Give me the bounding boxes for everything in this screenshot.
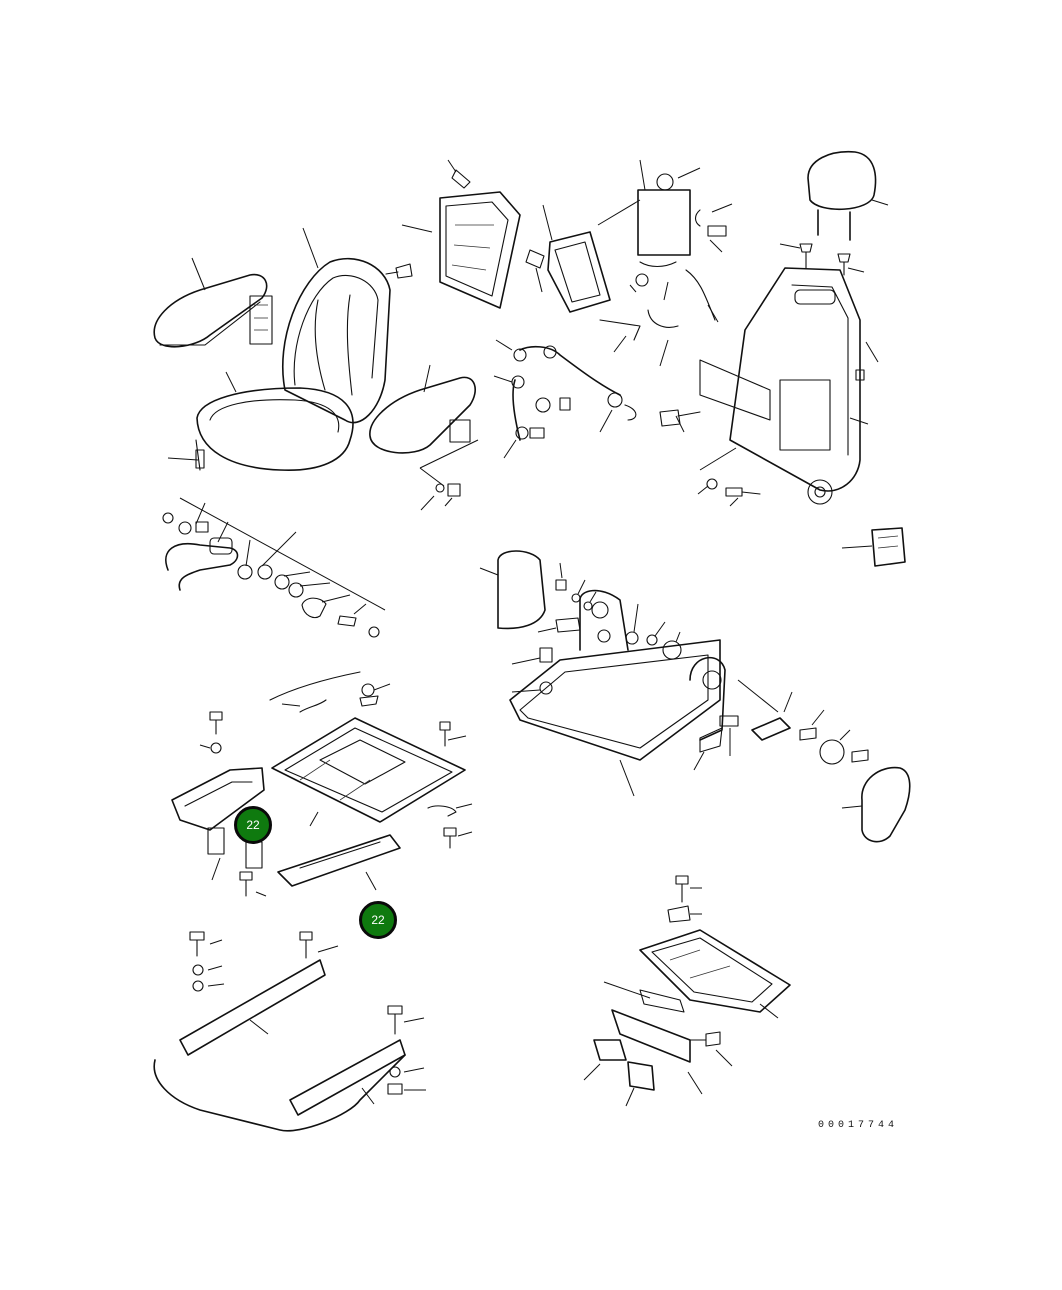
left-armrest [153, 257, 273, 348]
lower-left-bracket [171, 767, 401, 897]
switch-part [841, 527, 906, 567]
drawing-number: 00017744 [818, 1120, 899, 1131]
headrest-and-back-frame [659, 150, 889, 507]
callout-marker-22[interactable]: 22 [234, 806, 272, 844]
seat-assembly [167, 227, 391, 471]
suspension-frame [479, 550, 911, 843]
right-armrest [369, 364, 479, 511]
seat-back-panel [385, 159, 521, 309]
rail-assembly [153, 931, 426, 1132]
seat-belt-parts [162, 497, 386, 638]
electrical-parts [493, 159, 733, 459]
slide-base [199, 671, 473, 849]
lower-right-parts [583, 875, 791, 1107]
callout-marker-22[interactable]: 22 [359, 901, 397, 939]
